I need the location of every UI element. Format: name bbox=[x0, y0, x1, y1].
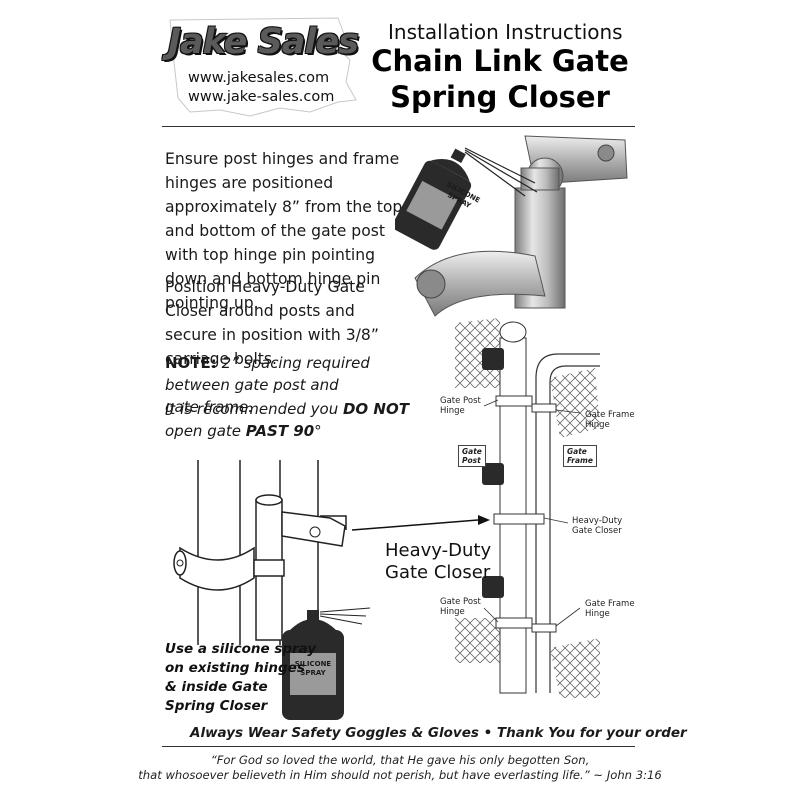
note-text: 2” spacing required between gate post an… bbox=[165, 354, 370, 416]
rec-mid: open gate bbox=[165, 422, 246, 440]
tag-gate-frame: Gate Frame bbox=[563, 445, 597, 467]
tag-line: Post bbox=[462, 456, 481, 465]
spray-note-line: Use a silicone spray bbox=[165, 641, 317, 657]
rec-degree: ° bbox=[314, 422, 322, 440]
tag-line: Gate bbox=[462, 447, 482, 456]
tag-line: Gate bbox=[567, 447, 587, 456]
instruction-closer-position: Position Heavy-Duty Gate Closer around p… bbox=[165, 278, 379, 368]
silicone-spray-note: Use a silicone spray on existing hinges … bbox=[165, 640, 316, 716]
gate-installation-diagram bbox=[455, 318, 600, 698]
label-line: Hinge bbox=[440, 607, 465, 617]
label-gate-post-hinge-bottom: Gate Post Hinge bbox=[440, 597, 481, 617]
label-line: Hinge bbox=[585, 420, 610, 430]
gate-closer-closeup bbox=[173, 460, 490, 720]
footer-divider bbox=[162, 746, 635, 747]
label-line: Gate Frame bbox=[585, 410, 635, 420]
instruction-hinge-position: Ensure post hinges and frame hinges are … bbox=[165, 150, 403, 312]
recommendation-note: It is recommended you DO NOT open gate P… bbox=[165, 398, 410, 442]
spray-label-line1: SILICONE bbox=[294, 660, 332, 668]
note-label: NOTE: bbox=[165, 354, 217, 372]
label-line: Gate Post bbox=[440, 597, 481, 607]
spray-note-line: on existing hinges bbox=[165, 660, 305, 676]
rec-past-90: PAST 90 bbox=[245, 422, 315, 440]
rec-prefix: It is recommended you bbox=[165, 400, 343, 418]
label-gate-post-hinge-top: Gate Post Hinge bbox=[440, 396, 481, 416]
tag-gate-post: Gate Post bbox=[458, 445, 486, 467]
silicone-spray-can-icon bbox=[282, 610, 344, 720]
spacing-note: NOTE: 2” spacing required between gate p… bbox=[165, 352, 375, 418]
brand-logo: Jake Sales www.jakesales.com www.jake-sa… bbox=[160, 12, 368, 124]
spray-can-label-bottom: SILICONE SPRAY bbox=[290, 660, 336, 678]
document-title-line2: Spring Closer bbox=[390, 80, 610, 114]
document-title-line1: Chain Link Gate bbox=[371, 44, 629, 78]
website-url-1[interactable]: www.jakesales.com bbox=[188, 70, 330, 86]
label-line: Gate Post bbox=[440, 396, 481, 406]
label-line: Gate Frame bbox=[585, 599, 635, 609]
document-subtitle: Installation Instructions bbox=[388, 20, 623, 44]
safety-footer: Always Wear Safety Goggles & Gloves • Th… bbox=[190, 725, 687, 741]
spray-note-line: Spring Closer bbox=[165, 698, 268, 714]
state-outline-icon bbox=[169, 17, 357, 117]
verse-line1: “For God so loved the world, that He gav… bbox=[210, 753, 590, 767]
spray-note-line: & inside Gate bbox=[165, 679, 268, 695]
label-line: Hinge bbox=[440, 406, 465, 416]
header-divider bbox=[162, 126, 635, 127]
callout-line2: Gate Closer bbox=[385, 562, 491, 583]
rec-do-not: DO NOT bbox=[342, 400, 409, 418]
brand-name: Jake Sales bbox=[168, 22, 359, 62]
tag-line: Frame bbox=[567, 456, 593, 465]
verse-line2: that whosoever believeth in Him should n… bbox=[138, 768, 662, 782]
spray-label-line2: SPRAY bbox=[300, 669, 326, 677]
label-gate-frame-hinge-bottom: Gate Frame Hinge bbox=[585, 599, 635, 619]
closer-callout-label: Heavy-Duty Gate Closer bbox=[385, 540, 491, 584]
label-heavy-duty-closer: Heavy-Duty Gate Closer bbox=[572, 516, 622, 536]
label-line: Hinge bbox=[585, 609, 610, 619]
label-gate-frame-hinge-top: Gate Frame Hinge bbox=[585, 410, 635, 430]
label-line: Heavy-Duty bbox=[572, 516, 623, 526]
silicone-spray-can-icon bbox=[395, 148, 472, 250]
callout-line1: Heavy-Duty bbox=[385, 540, 492, 561]
label-line: Gate Closer bbox=[572, 526, 622, 536]
hinge-photo bbox=[395, 135, 628, 317]
website-url-2[interactable]: www.jake-sales.com bbox=[188, 89, 335, 105]
